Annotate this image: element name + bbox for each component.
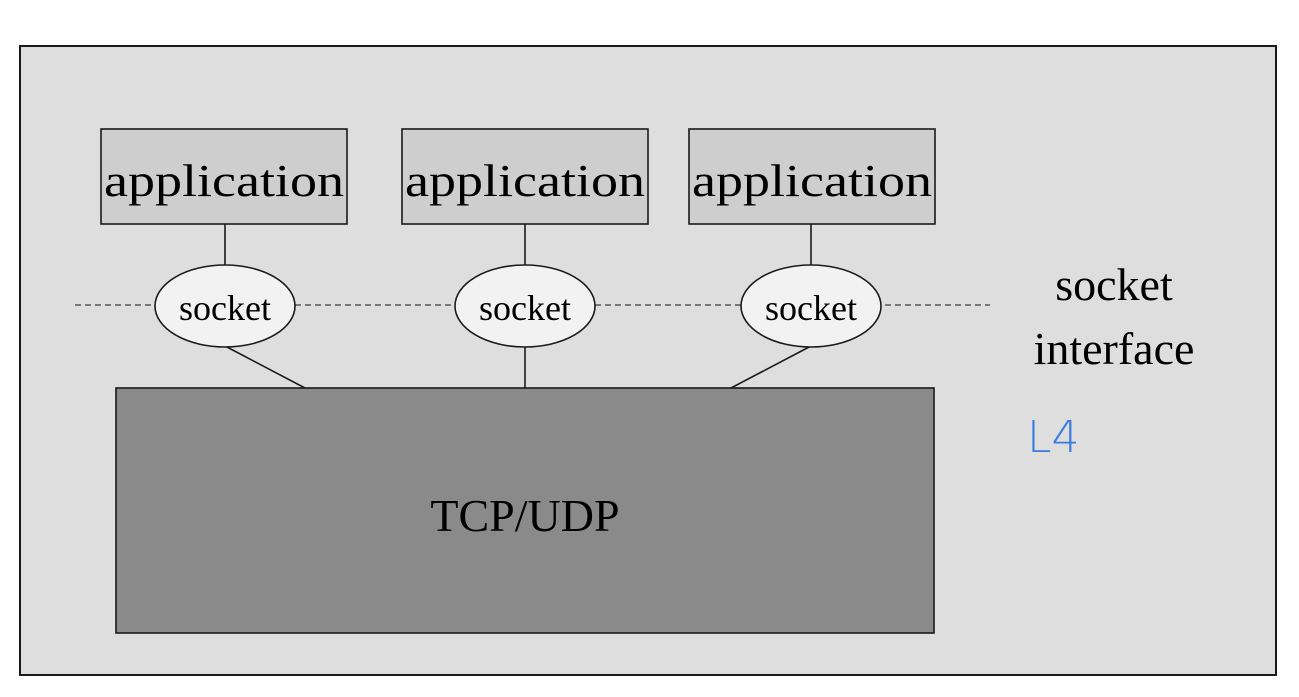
socket-node-1: socket	[154, 264, 296, 348]
transport-layer-label: TCP/UDP	[430, 490, 619, 541]
application-box-1: application	[100, 128, 348, 225]
application-label-3: application	[692, 155, 932, 206]
socket-label-2: socket	[479, 288, 571, 328]
socket-transport-connector-3	[730, 345, 812, 389]
layer-annotation: L4	[1027, 412, 1080, 463]
application-label-2: application	[405, 155, 645, 206]
socket-label-1: socket	[179, 288, 271, 328]
socket-interface-label-line1: socket	[1055, 259, 1173, 310]
socket-node-2: socket	[454, 264, 596, 348]
socket-label-3: socket	[765, 288, 857, 328]
application-box-2: application	[401, 128, 649, 225]
socket-transport-connector-1	[224, 345, 306, 389]
transport-layer-box: TCP/UDP	[115, 387, 935, 634]
application-label-1: application	[104, 155, 344, 206]
socket-interface-label-line2: interface	[1034, 323, 1195, 374]
application-box-3: application	[688, 128, 936, 225]
socket-node-3: socket	[740, 264, 882, 348]
